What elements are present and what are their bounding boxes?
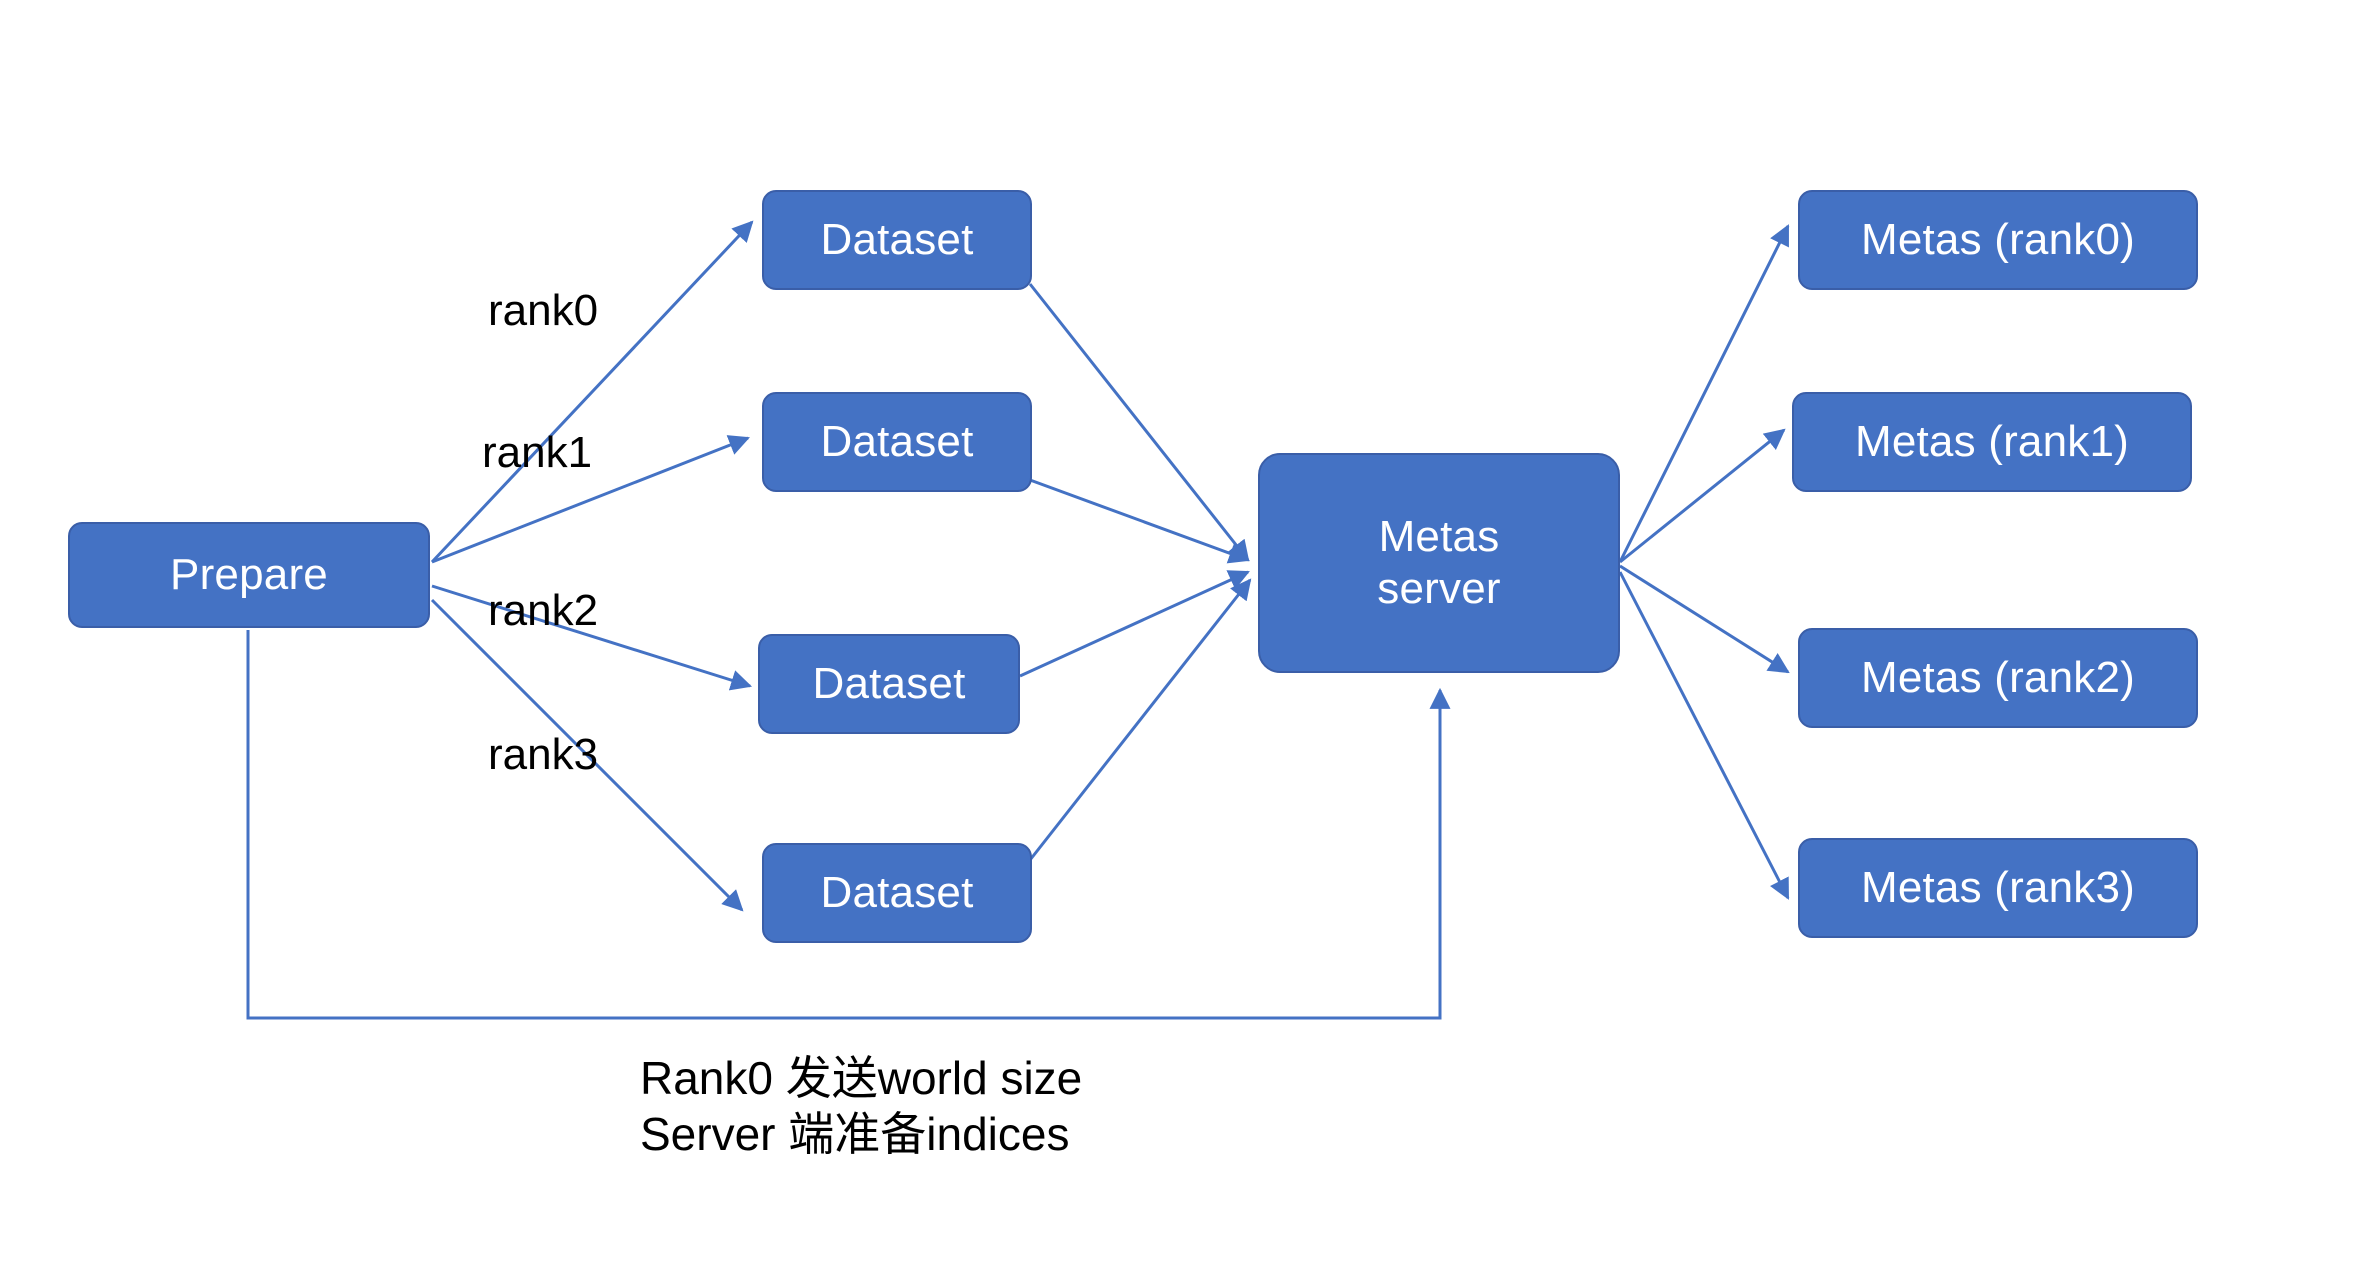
edge-label-rank2: rank2 <box>488 586 599 635</box>
node-metas-rank2[interactable]: Metas (rank2) <box>1798 628 2198 728</box>
node-metas-rank3[interactable]: Metas (rank3) <box>1798 838 2198 938</box>
node-prepare[interactable]: Prepare <box>68 522 430 628</box>
node-metas-server-label: Metas server <box>1377 512 1501 613</box>
node-metas-rank2-label: Metas (rank2) <box>1860 653 2135 703</box>
node-dataset-0-label: Dataset <box>820 215 974 265</box>
edge-prepare-to-dataset0 <box>430 220 754 564</box>
node-metas-rank0[interactable]: Metas (rank0) <box>1798 190 2198 290</box>
edge-metas-server-to-metas-rank3 <box>1618 571 1790 900</box>
edge-label-rank1: rank1 <box>482 428 593 477</box>
node-dataset-0[interactable]: Dataset <box>762 190 1032 290</box>
edge-dataset0-to-metas-server <box>1028 283 1250 562</box>
node-dataset-3-label: Dataset <box>820 868 974 918</box>
edge-prepare-feedback-to-metas-server <box>246 630 1451 1020</box>
edge-metas-server-to-metas-rank0 <box>1618 224 1790 563</box>
edge-label-rank3: rank3 <box>488 730 599 779</box>
node-metas-rank1[interactable]: Metas (rank1) <box>1792 392 2192 492</box>
node-dataset-2-label: Dataset <box>812 659 966 709</box>
edge-prepare-to-dataset3 <box>430 598 744 912</box>
edge-dataset3-to-metas-server <box>1028 578 1252 861</box>
node-metas-rank1-label: Metas (rank1) <box>1854 417 2129 467</box>
node-metas-server[interactable]: Metas server <box>1258 453 1620 673</box>
edge-label-rank0: rank0 <box>488 286 599 335</box>
edge-prepare-to-dataset1 <box>431 435 750 564</box>
edge-dataset2-to-metas-server <box>1019 570 1250 678</box>
edge-metas-server-to-metas-rank2 <box>1619 564 1790 674</box>
edge-dataset1-to-metas-server <box>1029 478 1250 564</box>
diagram-caption: Rank0 发送world size Server 端准备indices <box>640 1052 1083 1161</box>
node-dataset-1-label: Dataset <box>820 417 974 467</box>
node-dataset-3[interactable]: Dataset <box>762 843 1032 943</box>
node-prepare-label: Prepare <box>170 550 328 600</box>
node-dataset-2[interactable]: Dataset <box>758 634 1020 734</box>
edge-prepare-to-dataset2 <box>431 584 753 691</box>
node-metas-rank0-label: Metas (rank0) <box>1860 215 2135 265</box>
edge-metas-server-to-metas-rank1 <box>1619 428 1786 564</box>
node-dataset-1[interactable]: Dataset <box>762 392 1032 492</box>
node-metas-rank3-label: Metas (rank3) <box>1860 863 2135 913</box>
